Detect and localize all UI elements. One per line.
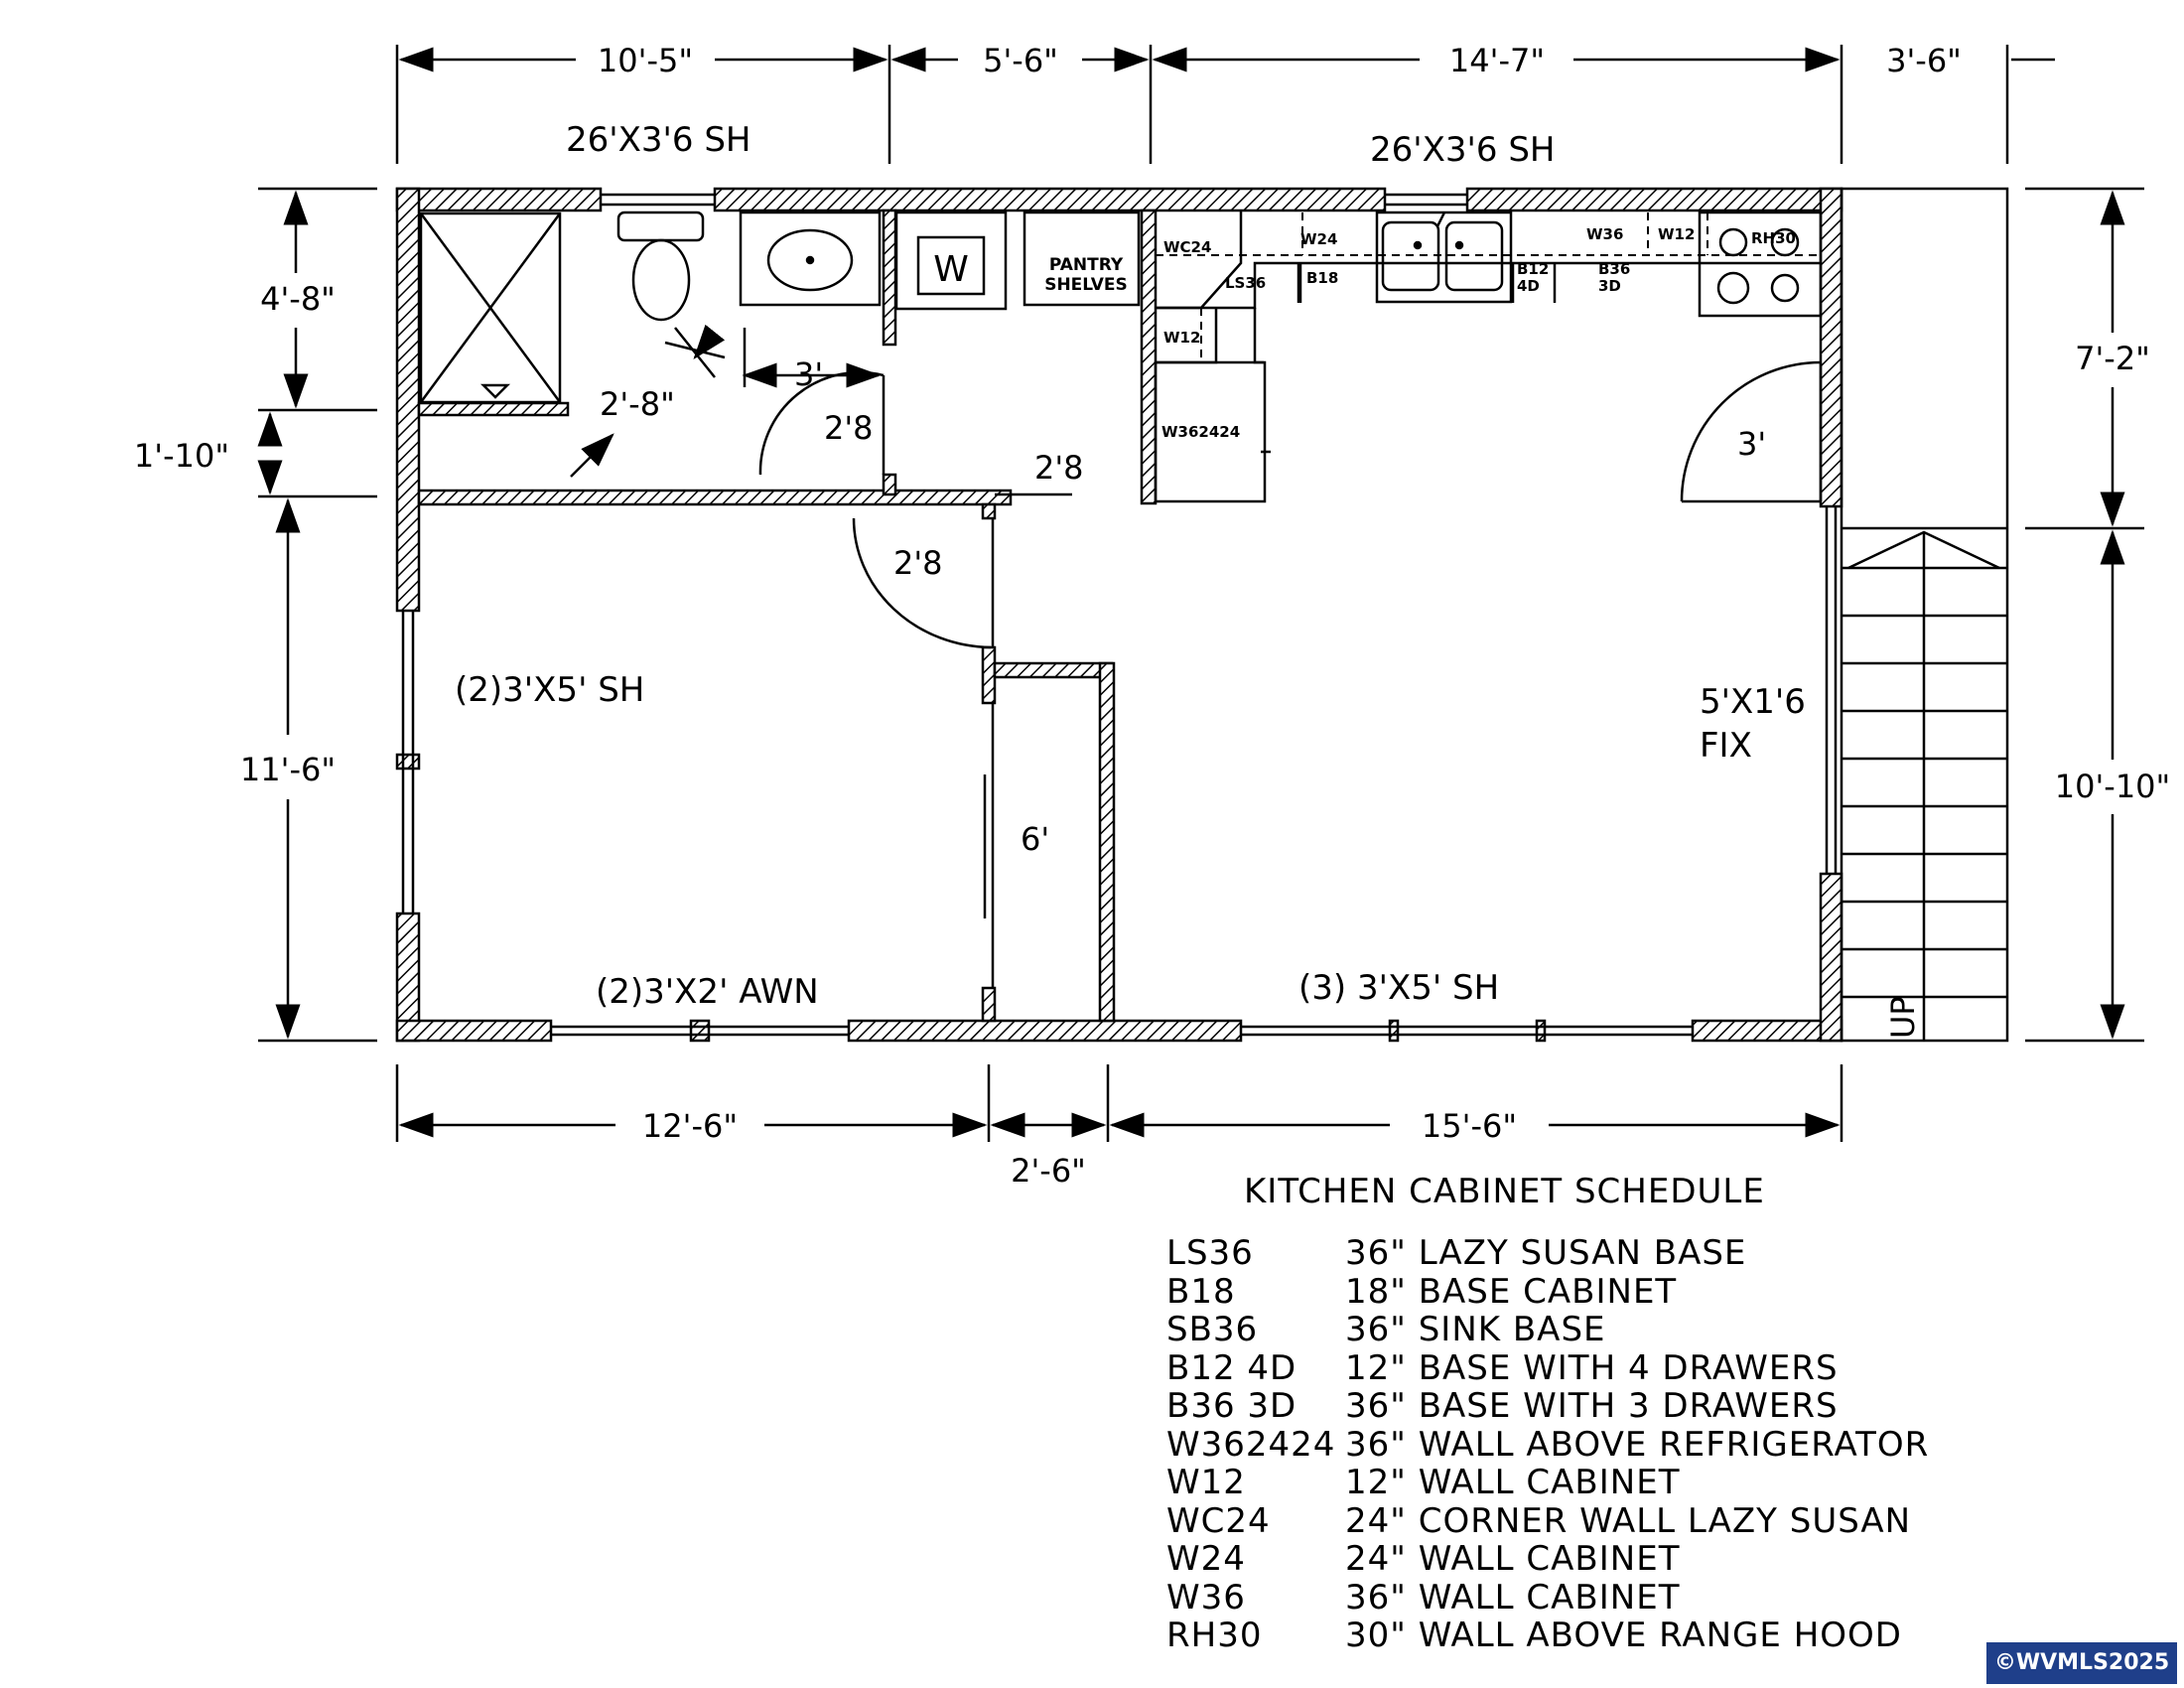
window-label-left: (2)3'X5' SH — [455, 670, 644, 710]
dim-top-1: 10'-5" — [598, 42, 693, 79]
dim-right-2: 10'-10" — [2055, 768, 2171, 805]
schedule-row: SB36 36" SINK BASE — [1166, 1310, 1606, 1349]
dim-bottom-2: 2'-6" — [1011, 1152, 1086, 1190]
left-dimensions — [257, 187, 377, 1043]
dim-top-3: 14'-7" — [1449, 42, 1545, 79]
schedule-desc: 18" BASE CABINET — [1345, 1271, 1678, 1312]
schedule-code: B12 4D — [1166, 1347, 1297, 1388]
schedule-row: B12 4D 12" BASE WITH 4 DRAWERS — [1166, 1348, 1839, 1388]
bottom-dimensions — [395, 1064, 1843, 1142]
dim-bottom-1: 12'-6" — [642, 1107, 738, 1145]
bedroom-door-dim: 2'8 — [893, 544, 943, 582]
schedule-row: B18 18" BASE CABINET — [1166, 1272, 1677, 1312]
stairs — [1840, 187, 2009, 1043]
schedule-desc: 30" WALL ABOVE RANGE HOOD — [1345, 1616, 1902, 1655]
entry-door-dim: 3' — [1737, 425, 1766, 463]
kitchen-cabinets — [1154, 211, 1823, 503]
schedule-code: WC24 — [1166, 1500, 1271, 1541]
schedule-row: W24 24" WALL CABINET — [1166, 1539, 1680, 1579]
washer — [894, 211, 1008, 311]
schedule-code: B18 — [1166, 1271, 1236, 1312]
schedule-desc: 12" WALL CABINET — [1345, 1463, 1681, 1502]
schedule-desc: 36" SINK BASE — [1345, 1310, 1606, 1349]
dim-left-1: 4'-8" — [260, 280, 336, 318]
schedule-desc: 24" CORNER WALL LAZY SUSAN — [1345, 1500, 1912, 1541]
washer-label: W — [933, 249, 969, 290]
dim-left-2: 1'-10" — [134, 437, 229, 475]
schedule-code: W24 — [1166, 1539, 1246, 1579]
schedule-row: RH30 30" WALL ABOVE RANGE HOOD — [1166, 1616, 1902, 1655]
dim-right-1: 7'-2" — [2075, 340, 2150, 377]
schedule-code: SB36 — [1166, 1310, 1259, 1349]
schedule-code: W36 — [1166, 1577, 1246, 1618]
bath-opening-dim: 2'-8" — [600, 385, 675, 423]
cab-w24: W24 — [1300, 230, 1337, 248]
dim-bottom-3: 15'-6" — [1422, 1107, 1517, 1145]
cab-w36: W36 — [1586, 225, 1623, 243]
schedule-desc: 36" WALL CABINET — [1345, 1577, 1681, 1618]
schedule-code: W12 — [1166, 1463, 1246, 1502]
doors — [570, 324, 1823, 988]
window-frames — [401, 193, 1838, 1037]
schedule-row: WC24 24" CORNER WALL LAZY SUSAN — [1166, 1501, 1911, 1541]
toilet — [616, 211, 705, 322]
window-label-top-right: 26'X3'6 SH — [1370, 130, 1555, 170]
dim-left-3: 11'-6" — [240, 751, 336, 788]
pantry-shelves — [1023, 211, 1141, 307]
schedule-desc: 12" BASE WITH 4 DRAWERS — [1345, 1347, 1839, 1388]
wall-cabinet-dashes — [1156, 212, 1821, 357]
cab-w362424: W362424 — [1161, 423, 1240, 441]
dim-top-4: 3'-6" — [1886, 42, 1962, 79]
laundry-opening-dim: 3' — [794, 355, 823, 393]
right-dimensions — [2025, 187, 2144, 1043]
window-label-bottom-right: (3) 3'X5' SH — [1298, 968, 1499, 1008]
bath-sink — [739, 211, 882, 307]
cab-ls36: LS36 — [1225, 274, 1266, 292]
window-label-bottom-left: (2)3'X2' AWN — [596, 972, 819, 1012]
cab-w12-side: W12 — [1163, 329, 1200, 347]
cab-rh30: RH30 — [1751, 229, 1796, 247]
walls — [395, 187, 1843, 1043]
schedule-row: W36 36" WALL CABINET — [1166, 1578, 1680, 1618]
schedule-code: B36 3D — [1166, 1386, 1297, 1426]
stair-up-label: UP — [1884, 996, 1922, 1039]
schedule-row: LS36 36" LAZY SUSAN BASE — [1166, 1233, 1746, 1273]
shower — [419, 211, 562, 404]
schedule-desc: 36" WALL ABOVE REFRIGERATOR — [1345, 1424, 1930, 1465]
schedule-row: W12 12" WALL CABINET — [1166, 1463, 1680, 1502]
bath-door-dim: 2'8 — [824, 409, 874, 447]
schedule-desc: 24" WALL CABINET — [1345, 1539, 1681, 1579]
schedule-code: RH30 — [1166, 1616, 1263, 1655]
schedule-desc: 36" LAZY SUSAN BASE — [1345, 1233, 1747, 1273]
schedule-code: LS36 — [1166, 1233, 1254, 1273]
cab-b18: B18 — [1306, 269, 1338, 287]
top-dimensions — [395, 45, 2055, 164]
schedule-title: KITCHEN CABINET SCHEDULE — [1244, 1172, 1765, 1211]
dim-top-2: 5'-6" — [983, 42, 1058, 79]
schedule-desc: 36" BASE WITH 3 DRAWERS — [1345, 1386, 1839, 1426]
cab-wc24: WC24 — [1163, 238, 1211, 256]
closet-dim: 6' — [1021, 820, 1049, 858]
schedule-code: W362424 — [1166, 1424, 1336, 1465]
schedule-row: B36 3D 36" BASE WITH 3 DRAWERS — [1166, 1386, 1839, 1426]
watermark: ©WVMLS2025 — [1986, 1642, 2177, 1684]
hall-opening-dim: 2'8 — [1034, 449, 1084, 487]
window-label-top-left: 26'X3'6 SH — [566, 120, 751, 160]
cab-w12-top: W12 — [1658, 225, 1695, 243]
